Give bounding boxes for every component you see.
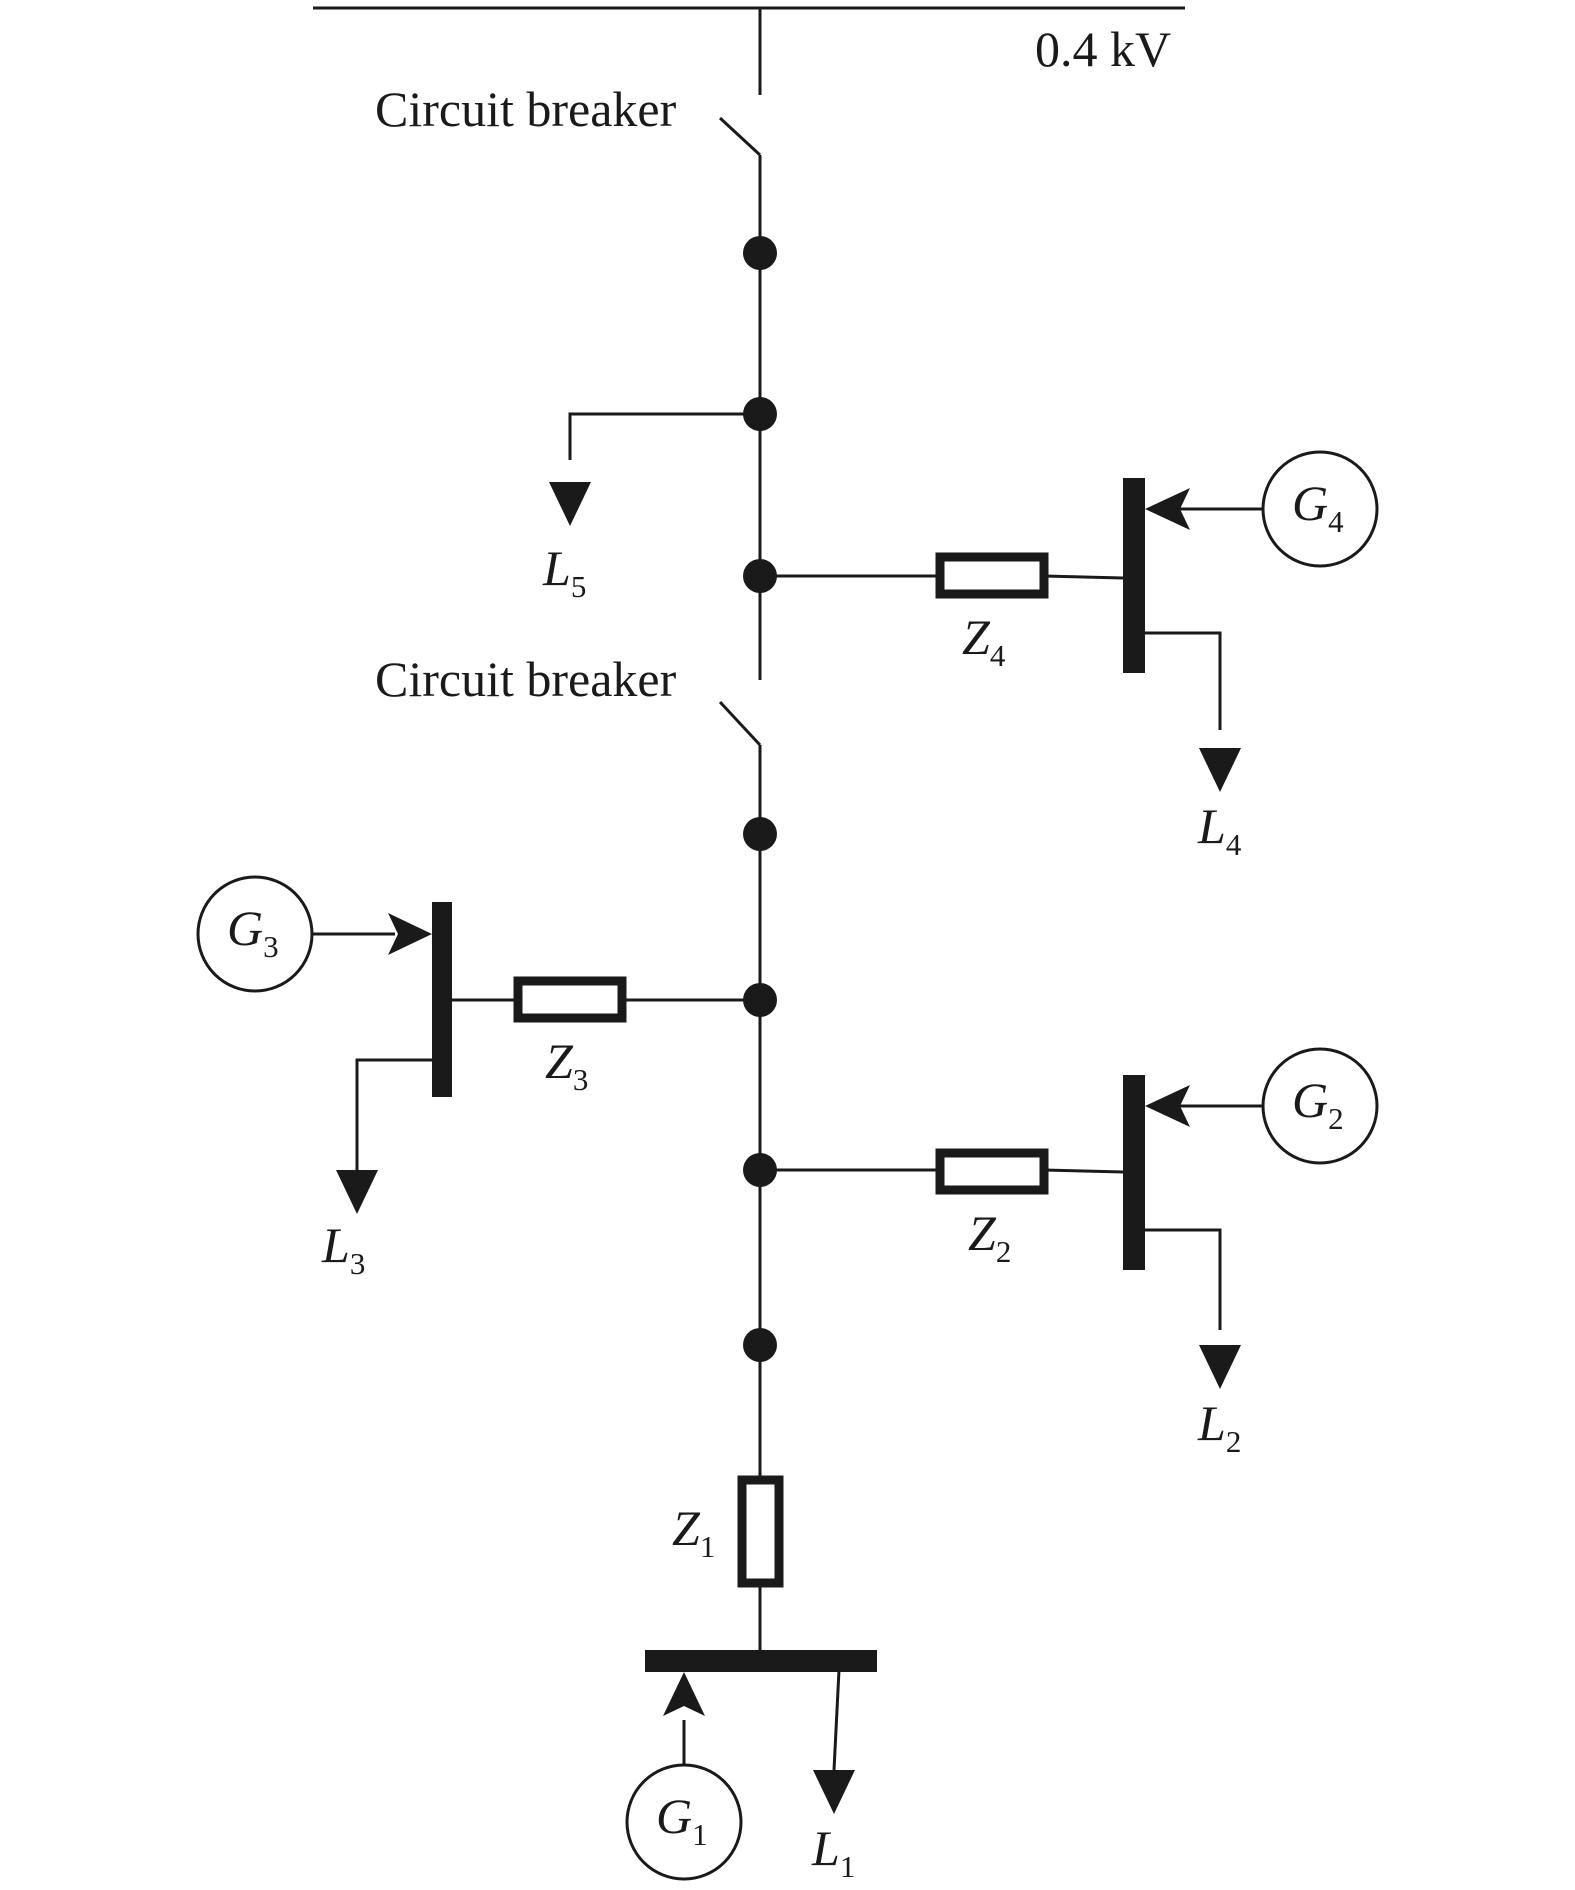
load-l5-line [568,412,760,460]
breaker-1-blade [718,116,762,157]
generator-g3-label: G3 [227,900,279,964]
load-l1-arrow [813,1770,855,1814]
node [743,236,777,270]
breaker-1-label: Circuit breaker [375,81,677,137]
impedance-z3 [513,976,627,1023]
breaker-2-blade [718,700,762,747]
impedance-z2 [935,1148,1049,1195]
impedance-z4-label: Z4 [962,609,1006,673]
generator-g3 [196,875,314,993]
generator-g4-label: G4 [1292,475,1344,539]
generator-g1-label: G1 [656,1788,708,1852]
generator-g4 [1261,450,1379,568]
g2-arrow [1145,1085,1190,1127]
load-l1-line [832,1669,841,1771]
load-l4-label: L4 [1197,798,1242,862]
load-l5-label: L5 [542,540,586,604]
impedance-z1-label: Z1 [672,1500,715,1564]
load-l2-label: L2 [1197,1395,1241,1459]
impedance-z1 [737,1475,784,1588]
load-l3-line [355,1058,432,1170]
node [743,1328,777,1362]
node [743,983,777,1017]
load-l3-arrow [336,1170,378,1214]
g1-arrow [663,1672,705,1716]
load-l5-arrow [549,482,591,526]
bus-2 [1123,1075,1145,1270]
load-l2-arrow [1199,1345,1241,1389]
impedance-z3-label: Z3 [545,1033,588,1097]
bus-3 [432,902,452,1097]
generator-g2 [1261,1047,1379,1165]
load-l2-line [1133,1228,1222,1330]
node [743,817,777,851]
load-l3-label: L3 [321,1217,365,1281]
breaker-2-label: Circuit breaker [375,651,677,707]
z4-line-right [1043,574,1124,580]
load-l4-line [1133,631,1222,730]
node [743,1153,777,1187]
bus-1 [645,1650,877,1672]
generator-g2-label: G2 [1292,1072,1344,1136]
load-l1-label: L1 [811,1820,855,1884]
load-l4-arrow [1199,748,1241,792]
impedance-z2-label: Z2 [968,1205,1011,1269]
impedance-z4 [935,552,1049,599]
voltage-label: 0.4 kV [1035,21,1171,77]
node [743,559,777,593]
node [743,397,777,431]
bus-4 [1123,478,1145,673]
generator-g1 [625,1763,743,1881]
g4-arrow [1145,488,1190,530]
z2-line-right [1043,1168,1124,1174]
g3-arrow [388,913,432,955]
